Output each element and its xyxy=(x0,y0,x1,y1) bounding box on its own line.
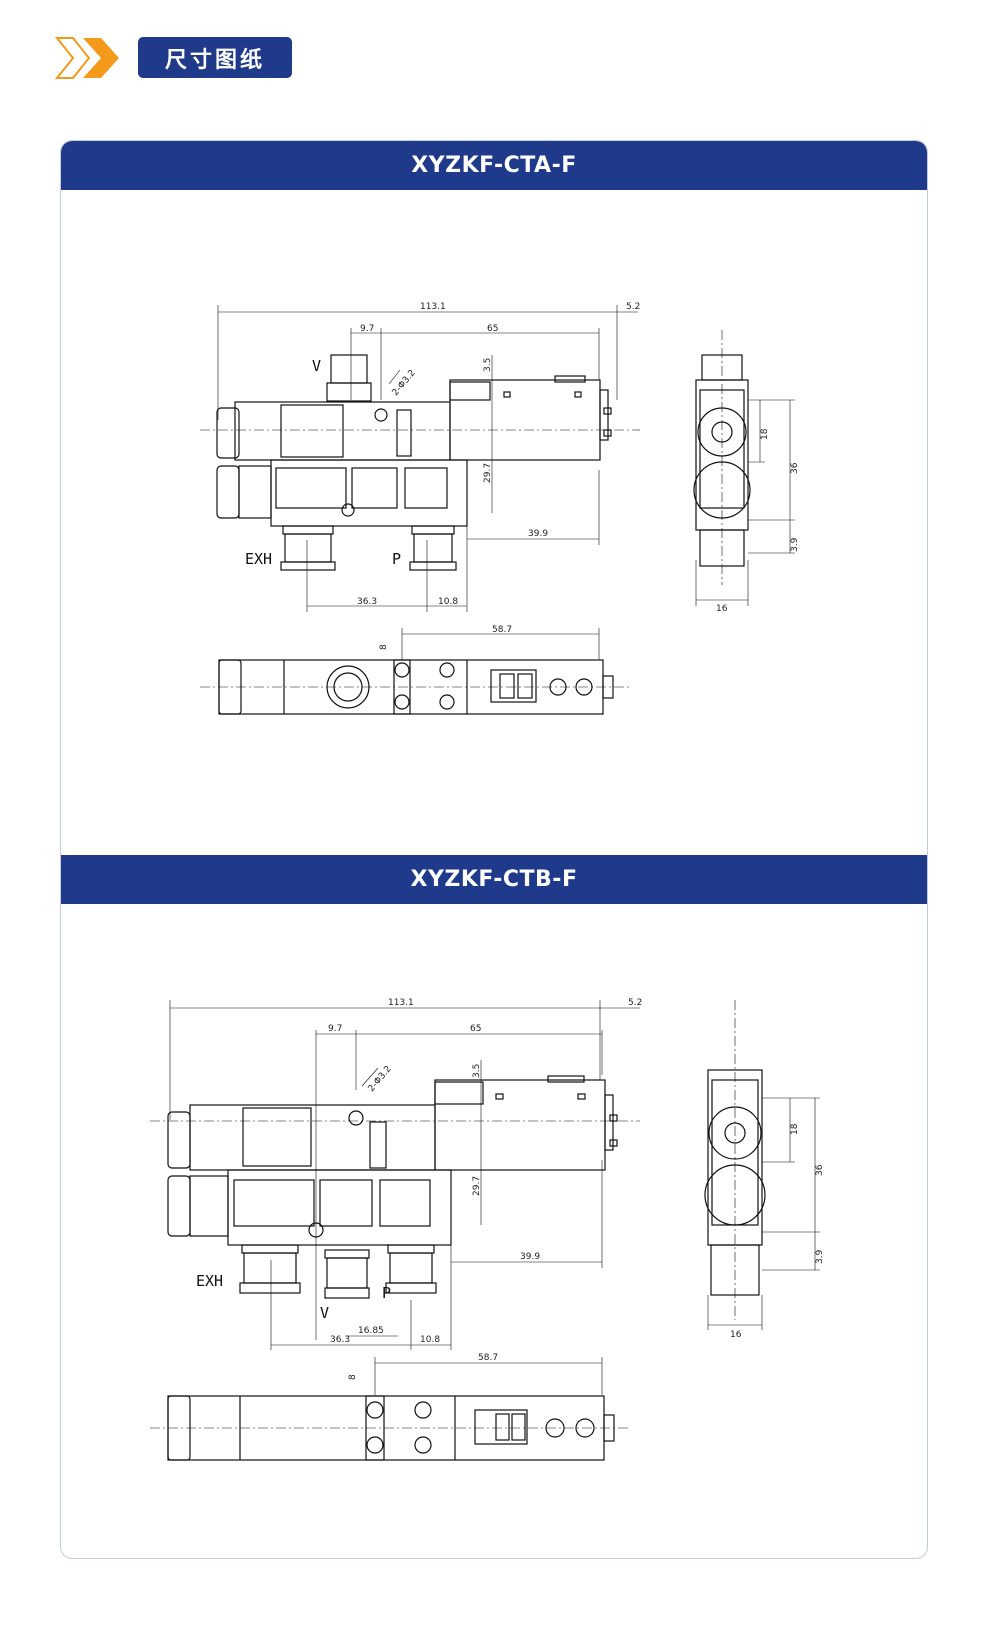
dim-top-height: 3.5 xyxy=(472,1064,482,1078)
dim-total-length: 113.1 xyxy=(420,302,446,312)
technical-drawing-cta: 113.1 5.2 9.7 65 3.5 29.7 39.9 36.3 10.8… xyxy=(200,302,800,715)
dim-p-spacing: 10.8 xyxy=(438,597,458,607)
drawing-panel-ctb: XYZKF-CTB-F xyxy=(60,855,928,1559)
technical-drawing-ctb: 113.1 5.2 9.7 65 3.5 29.7 39.9 36.3 10.8… xyxy=(150,998,825,1461)
port-label-v: V xyxy=(312,357,321,375)
model-title: XYZKF-CTB-F xyxy=(61,855,927,904)
dim-bottom-h: 8 xyxy=(379,644,389,650)
port-label-v: V xyxy=(320,1304,329,1322)
chevron-right-icon xyxy=(55,37,119,79)
dim-offset-right: 5.2 xyxy=(628,998,642,1008)
dim-side-h3: 3.9 xyxy=(790,537,800,552)
dim-exh-spacing: 36.3 xyxy=(330,1335,350,1345)
dim-span: 65 xyxy=(487,324,498,334)
dim-bottom-w: 58.7 xyxy=(478,1353,498,1363)
section-header: 尺寸图纸 xyxy=(0,0,984,110)
dim-bottom-h: 8 xyxy=(348,1374,358,1380)
port-label-p: P xyxy=(392,550,401,568)
dim-side-height: 29.7 xyxy=(483,463,493,483)
dim-offset-right: 5.2 xyxy=(626,302,640,312)
model-title: XYZKF-CTA-F xyxy=(61,141,927,190)
dim-bottom-w: 58.7 xyxy=(492,625,512,635)
dim-span: 65 xyxy=(470,1024,481,1034)
dim-bottom-right: 39.9 xyxy=(520,1252,540,1262)
dim-hole: 2-Φ3.2 xyxy=(391,368,418,398)
dim-side-w: 16 xyxy=(716,604,728,614)
dim-total-length: 113.1 xyxy=(388,998,414,1008)
dim-bottom-right: 39.9 xyxy=(528,529,548,539)
section-title: 尺寸图纸 xyxy=(138,37,292,78)
drawing-panel-cta: XYZKF-CTA-F xyxy=(60,140,928,855)
dim-side-h1: 18 xyxy=(760,428,770,440)
dim-hole: 2-Φ3.2 xyxy=(367,1064,394,1094)
port-label-exh: EXH xyxy=(245,550,272,568)
dim-v-spacing: 16.85 xyxy=(358,1326,384,1336)
dim-top-height: 3.5 xyxy=(483,358,493,372)
dim-side-h2: 36 xyxy=(790,462,800,474)
port-label-p: P xyxy=(382,1284,391,1302)
dim-left-offset: 9.7 xyxy=(328,1024,342,1034)
dim-side-h2: 36 xyxy=(815,1164,825,1176)
dim-p-spacing: 10.8 xyxy=(420,1335,440,1345)
dim-side-height: 29.7 xyxy=(472,1176,482,1196)
dim-left-offset: 9.7 xyxy=(360,324,374,334)
port-label-exh: EXH xyxy=(196,1272,223,1290)
dim-side-w: 16 xyxy=(730,1330,742,1340)
dim-exh-spacing: 36.3 xyxy=(357,597,377,607)
dim-side-h3: 3.9 xyxy=(815,1249,825,1264)
dim-side-h1: 18 xyxy=(790,1123,800,1135)
